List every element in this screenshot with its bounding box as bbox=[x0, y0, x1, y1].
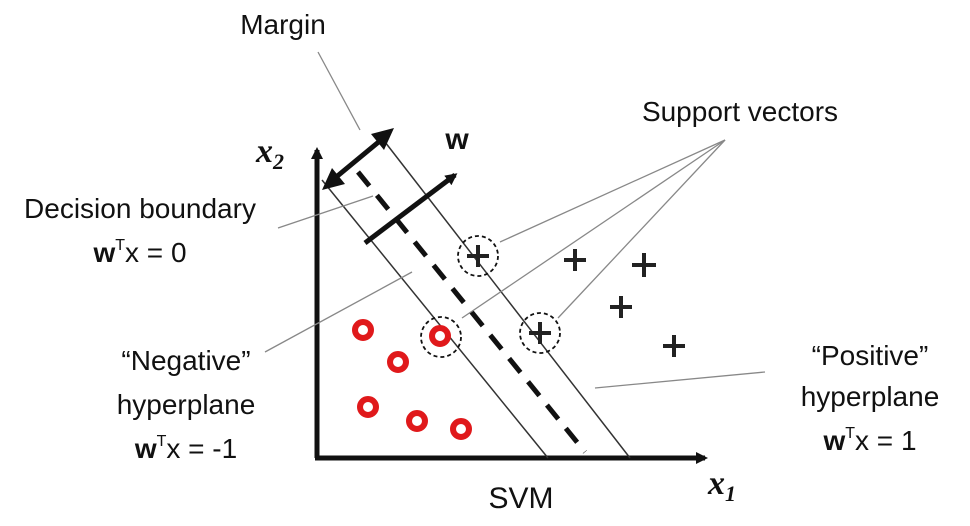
margin-label: Margin bbox=[240, 9, 326, 40]
negative-points bbox=[352, 319, 472, 440]
margin-leader bbox=[317, 51, 361, 131]
sv-leader-1 bbox=[499, 139, 726, 243]
negative-point bbox=[406, 410, 428, 432]
positive-eq-w: w bbox=[822, 425, 845, 456]
positive-hyperplane bbox=[384, 141, 631, 459]
negative-eq-sup: T bbox=[157, 433, 167, 450]
negative-leader bbox=[264, 271, 413, 353]
w-vector-label: w bbox=[444, 123, 469, 156]
decision-boundary-eq: wTx = 0 bbox=[92, 237, 186, 268]
support-vectors-label: Support vectors bbox=[642, 96, 838, 127]
x2-main: x bbox=[255, 133, 273, 170]
positive-point bbox=[467, 245, 489, 267]
decision-leader bbox=[277, 195, 374, 229]
decision-eq-sup: T bbox=[115, 237, 125, 254]
positive-point bbox=[610, 296, 632, 318]
positive-hyperplane-eq: wTx = 1 bbox=[822, 425, 916, 456]
negative-point bbox=[429, 325, 451, 347]
negative-eq-rest: x = -1 bbox=[166, 433, 237, 464]
support-vector-ring bbox=[457, 235, 499, 277]
negative-hyperplane-title: “Negative” bbox=[121, 345, 250, 376]
x1-axis-label: x1 bbox=[707, 465, 736, 506]
support-vector-rings bbox=[420, 235, 561, 358]
positive-hyperplane-subtitle: hyperplane bbox=[801, 381, 940, 412]
x1-main: x bbox=[707, 465, 725, 502]
support-vector-ring bbox=[519, 312, 561, 354]
negative-point bbox=[387, 351, 409, 373]
support-vector-ring bbox=[420, 316, 462, 358]
sv-leader-2 bbox=[461, 139, 726, 319]
negative-eq-w: w bbox=[134, 433, 157, 464]
positive-point bbox=[632, 253, 656, 277]
x2-sub: 2 bbox=[272, 149, 284, 174]
margin-arrow bbox=[333, 138, 383, 180]
sv-leader-3 bbox=[557, 139, 726, 319]
negative-hyperplane bbox=[321, 179, 549, 459]
positive-eq-sup: T bbox=[845, 425, 855, 442]
positive-points bbox=[467, 245, 685, 357]
decision-boundary-title: Decision boundary bbox=[24, 193, 256, 224]
negative-point bbox=[357, 396, 379, 418]
x2-axis-label: x2 bbox=[255, 133, 284, 174]
positive-eq-rest: x = 1 bbox=[855, 425, 916, 456]
margin-arrow-head-right bbox=[371, 128, 394, 150]
decision-eq-w: w bbox=[92, 237, 115, 268]
negative-point bbox=[352, 319, 374, 341]
x1-sub: 1 bbox=[725, 481, 736, 506]
positive-point bbox=[529, 322, 551, 344]
margin-arrow-head-left bbox=[322, 168, 345, 190]
decision-eq-rest: x = 0 bbox=[125, 237, 186, 268]
positive-point bbox=[564, 249, 586, 271]
caption: SVM bbox=[488, 482, 553, 515]
positive-hyperplane-title: “Positive” bbox=[812, 340, 929, 371]
negative-point bbox=[450, 418, 472, 440]
positive-leader bbox=[594, 371, 766, 389]
negative-hyperplane-subtitle: hyperplane bbox=[117, 389, 256, 420]
positive-point bbox=[663, 335, 685, 357]
w-vector bbox=[363, 173, 458, 245]
negative-hyperplane-eq: wTx = -1 bbox=[134, 433, 237, 464]
